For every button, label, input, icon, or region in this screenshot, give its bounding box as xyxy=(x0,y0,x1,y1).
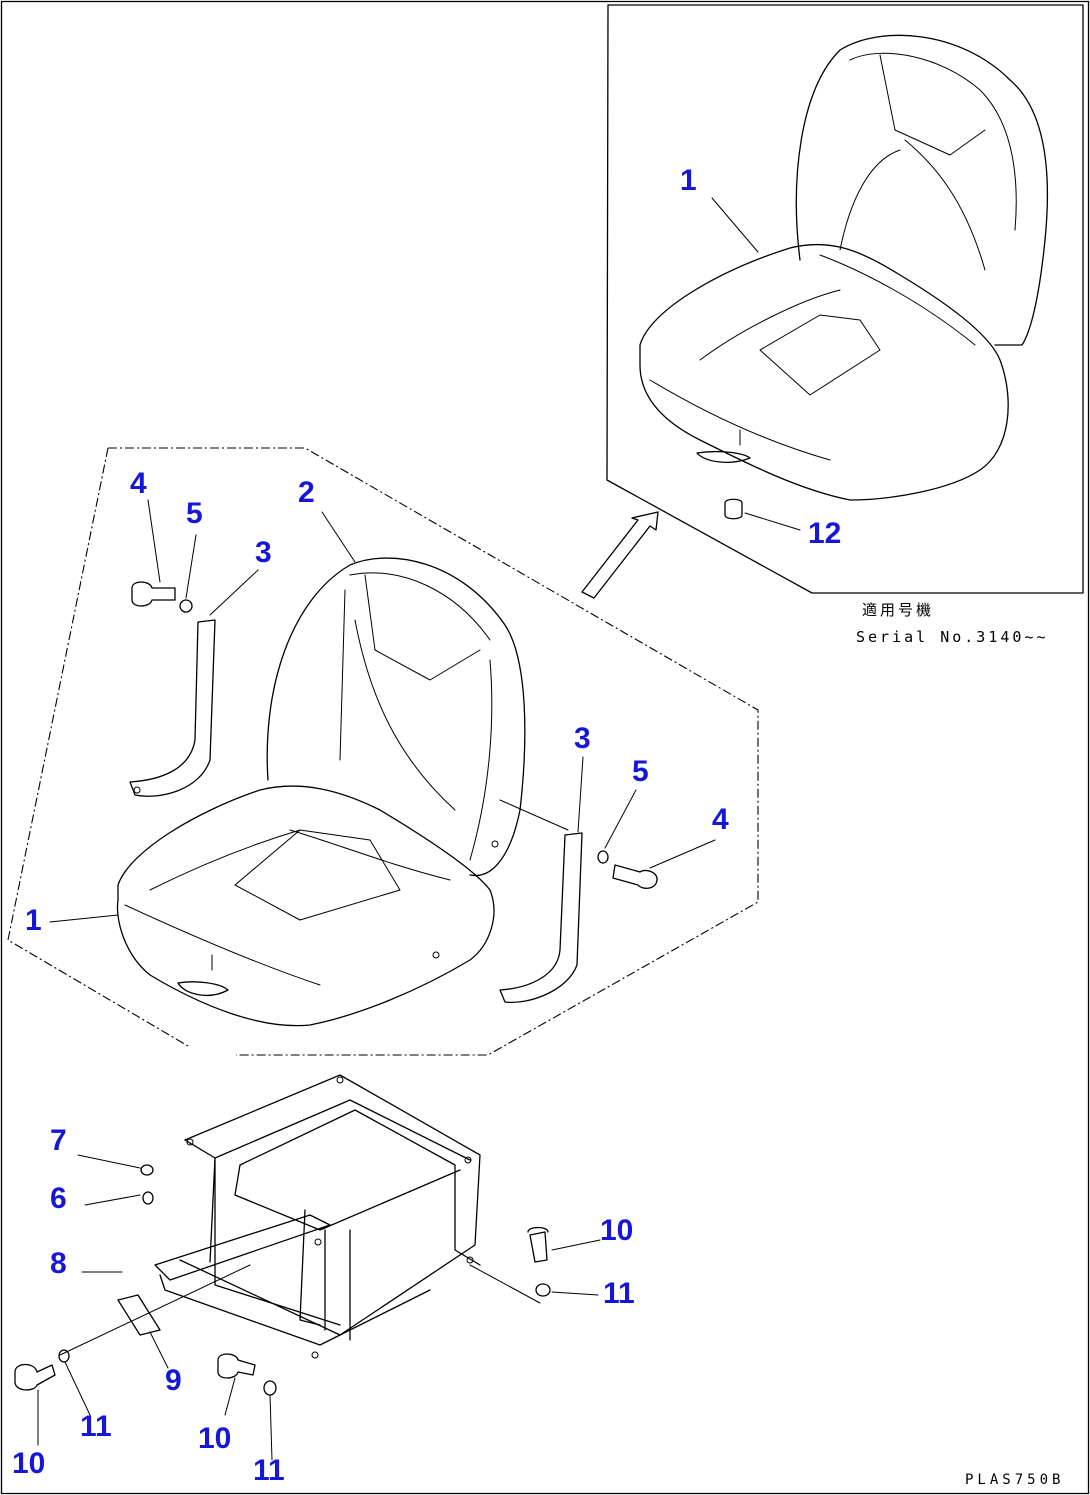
callout-10-right: 10 xyxy=(600,1214,633,1247)
callout-3-left: 3 xyxy=(255,536,272,569)
callout-10-bottom-middle: 10 xyxy=(198,1422,231,1455)
bracket-right xyxy=(499,832,583,1004)
bolt-10-bottom xyxy=(217,1353,256,1379)
washer-left xyxy=(179,599,193,613)
callout-11-bottom-middle: 11 xyxy=(253,1454,285,1487)
main-frame-lower xyxy=(7,447,189,1047)
callout-2: 2 xyxy=(298,476,315,509)
applicability-note-serial: Serial No.3140~~ xyxy=(856,628,1049,646)
callout-9: 9 xyxy=(165,1364,182,1397)
callout-1-inset: 1 xyxy=(680,164,697,197)
bolt-left xyxy=(131,581,176,607)
main-seat xyxy=(116,557,526,1027)
axis-line xyxy=(59,1264,251,1356)
callout-8: 8 xyxy=(50,1247,67,1280)
bolt-10-right xyxy=(527,1226,549,1263)
bracket-leader xyxy=(499,799,569,831)
callout-1-main: 1 xyxy=(25,904,42,937)
callout-7: 7 xyxy=(50,1124,67,1157)
callout-11-right: 11 xyxy=(603,1277,635,1310)
bracket-left xyxy=(129,619,216,797)
inset-seat xyxy=(639,34,1049,520)
leader-lines xyxy=(37,197,801,1461)
callout-12: 12 xyxy=(808,517,841,550)
callout-11-bottom-left: 11 xyxy=(80,1410,112,1443)
callout-3-right: 3 xyxy=(574,722,591,755)
callout-5-right: 5 xyxy=(632,755,649,788)
callout-10-bottom-left: 10 xyxy=(12,1447,45,1480)
washer-right xyxy=(597,850,609,864)
washer-11-bottom xyxy=(263,1380,277,1396)
seat-stand xyxy=(154,1074,481,1359)
applicability-note-jp: 適用号機 xyxy=(862,601,934,619)
callout-6: 6 xyxy=(50,1182,67,1215)
washer-11-right xyxy=(535,1283,551,1297)
stand-leader xyxy=(469,1264,541,1304)
callout-4-right: 4 xyxy=(712,803,729,836)
drawing-code: PLAS750B xyxy=(965,1472,1064,1488)
main-frame-upper xyxy=(108,447,759,1056)
callout-5-left: 5 xyxy=(186,497,203,530)
bolt-10-left xyxy=(14,1363,56,1391)
bracket-hole xyxy=(133,786,141,794)
washer-7 xyxy=(140,1164,154,1176)
washer-11-left xyxy=(58,1349,70,1363)
inset-frame xyxy=(606,4,1084,594)
bolt-right xyxy=(612,864,658,889)
nut-6 xyxy=(142,1191,154,1205)
callout-4-left: 4 xyxy=(130,467,147,500)
reference-arrow xyxy=(581,511,659,599)
clamp-9 xyxy=(117,1294,161,1336)
